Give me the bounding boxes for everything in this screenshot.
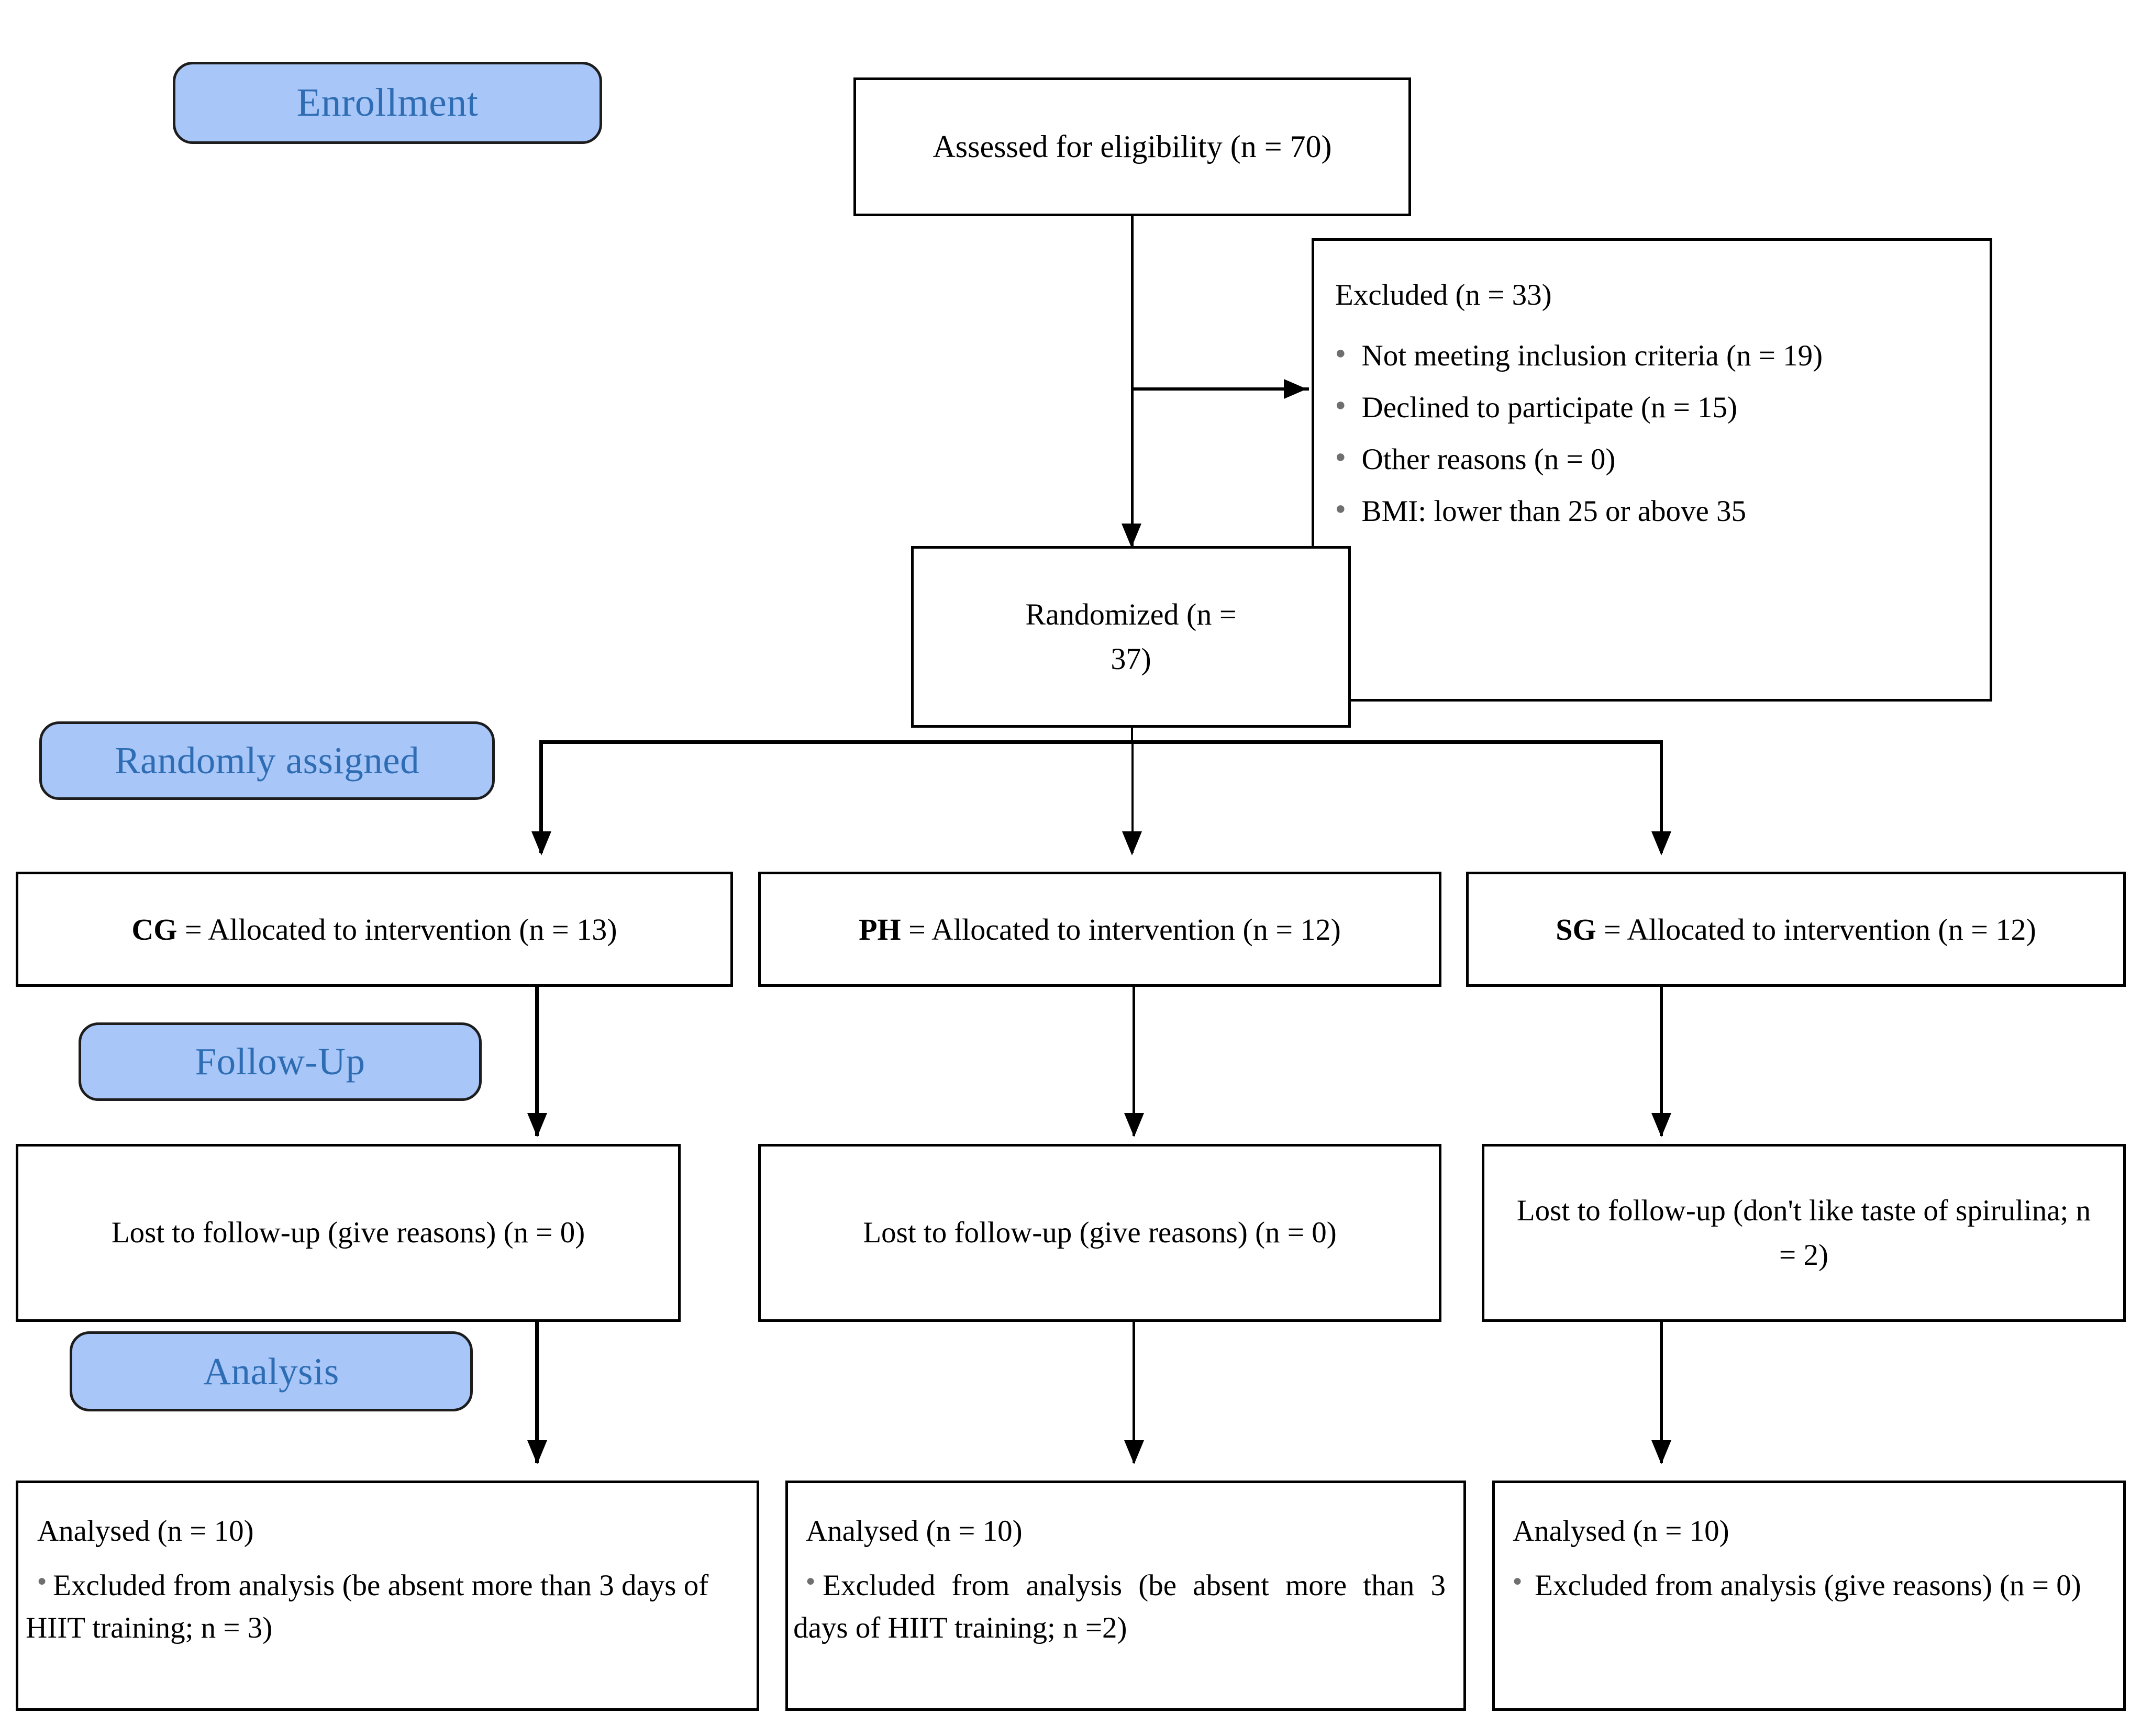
node-excluded: Excluded (n = 33) ● Not meeting inclusio…: [1312, 238, 1992, 702]
connector-cg-to-followup: [535, 987, 539, 1136]
excluded-bullet-2: ● Declined to participate (n = 15): [1335, 387, 1969, 429]
arrow-sg-to-followup: [1651, 1113, 1671, 1137]
connector-randomized-stub: [1131, 728, 1133, 741]
excluded-heading: Excluded (n = 33): [1335, 279, 1552, 311]
analysis-ph-bullet: ● Excluded from analysis (be absent more…: [793, 1565, 1446, 1650]
allocation-ph-tag: PH: [859, 912, 901, 947]
connector-sg-to-analysis: [1660, 1322, 1663, 1463]
arrow-assessed-to-randomized: [1122, 524, 1141, 548]
followup-sg-text: Lost to follow-up (don't like taste of s…: [1516, 1194, 2091, 1272]
arrow-assessed-to-excluded: [1284, 379, 1307, 399]
node-allocation-sg: SG = Allocated to intervention (n = 12): [1466, 872, 2126, 987]
randomized-text: Randomized (n = 37): [1025, 597, 1237, 676]
node-followup-cg: Lost to follow-up (give reasons) (n = 0): [16, 1144, 681, 1322]
connector-branch-left: [539, 740, 543, 853]
connector-cg-to-analysis: [535, 1322, 539, 1463]
arrow-sg-to-analysis: [1651, 1440, 1671, 1464]
analysis-ph-bullet-text: Excluded from analysis (be absent more t…: [793, 1569, 1446, 1645]
stage-label-randomly-assigned-text: Randomly assigned: [114, 739, 420, 782]
bullet-icon: ●: [806, 1572, 816, 1590]
node-randomized: Randomized (n = 37): [911, 546, 1351, 728]
analysis-cg-bullet: ● Excluded from analysis (be absent more…: [26, 1565, 738, 1650]
node-analysis-cg: Analysed (n = 10) ● Excluded from analys…: [16, 1481, 759, 1711]
analysis-sg-bullet: ● Excluded from analysis (give reasons) …: [1513, 1565, 2105, 1607]
bullet-icon: ●: [37, 1572, 47, 1590]
stage-label-follow-up: Follow-Up: [79, 1022, 482, 1101]
node-followup-sg: Lost to follow-up (don't like taste of s…: [1482, 1144, 2126, 1322]
bullet-icon: ●: [1513, 1572, 1523, 1590]
stage-label-randomly-assigned: Randomly assigned: [39, 721, 495, 800]
arrow-branch-center: [1122, 831, 1142, 855]
arrow-cg-to-analysis: [527, 1440, 547, 1464]
excluded-bullet-1-text: Not meeting inclusion criteria (n = 19): [1361, 339, 1823, 373]
excluded-bullet-3-text: Other reasons (n = 0): [1361, 443, 1616, 476]
node-assessed-for-eligibility: Assessed for eligibility (n = 70): [853, 77, 1411, 216]
stage-label-follow-up-text: Follow-Up: [195, 1040, 365, 1083]
node-allocation-ph: PH = Allocated to intervention (n = 12): [758, 872, 1441, 987]
connector-assessed-to-excluded: [1131, 387, 1309, 391]
node-analysis-ph: Analysed (n = 10) ● Excluded from analys…: [785, 1481, 1466, 1711]
node-followup-ph: Lost to follow-up (give reasons) (n = 0): [758, 1144, 1441, 1322]
followup-cg-text: Lost to follow-up (give reasons) (n = 0): [111, 1216, 585, 1250]
arrow-ph-to-analysis: [1124, 1440, 1144, 1464]
assessed-text: Assessed for eligibility (n = 70): [933, 129, 1332, 164]
connector-assessed-to-randomized: [1131, 216, 1134, 546]
allocation-ph-rest: = Allocated to intervention (n = 12): [901, 912, 1341, 947]
connector-branch-center: [1131, 740, 1134, 853]
analysis-cg-bullet-text: Excluded from analysis (be absent more t…: [26, 1569, 709, 1645]
analysis-sg-heading: Analysed (n = 10): [1513, 1515, 1729, 1548]
stage-label-enrollment-text: Enrollment: [296, 81, 479, 125]
allocation-sg-tag: SG: [1556, 912, 1596, 947]
followup-ph-text: Lost to follow-up (give reasons) (n = 0): [863, 1216, 1337, 1250]
excluded-bullet-4: ● BMI: lower than 25 or above 35: [1335, 491, 1969, 533]
arrow-branch-right: [1651, 831, 1671, 855]
allocation-cg-rest: = Allocated to intervention (n = 13): [177, 912, 617, 947]
analysis-cg-heading: Analysed (n = 10): [37, 1515, 254, 1548]
connector-ph-to-analysis: [1133, 1322, 1135, 1463]
stage-label-analysis-text: Analysis: [203, 1350, 339, 1393]
arrow-ph-to-followup: [1124, 1113, 1144, 1137]
connector-sg-to-followup: [1660, 987, 1663, 1136]
excluded-bullet-1: ● Not meeting inclusion criteria (n = 19…: [1335, 335, 1969, 377]
stage-label-enrollment: Enrollment: [173, 62, 602, 144]
stage-label-analysis: Analysis: [70, 1331, 473, 1411]
bullet-icon: ●: [1335, 499, 1346, 519]
bullet-icon: ●: [1335, 447, 1346, 467]
allocation-sg-rest: = Allocated to intervention (n = 12): [1596, 912, 2036, 947]
arrow-branch-left: [531, 831, 551, 855]
analysis-ph-heading: Analysed (n = 10): [806, 1515, 1023, 1548]
connector-ph-to-followup: [1133, 987, 1135, 1136]
node-allocation-cg: CG = Allocated to intervention (n = 13): [16, 872, 733, 987]
analysis-sg-bullet-text: Excluded from analysis (give reasons) (n…: [1535, 1569, 2081, 1603]
excluded-bullet-3: ● Other reasons (n = 0): [1335, 439, 1969, 481]
bullet-icon: ●: [1335, 395, 1346, 415]
node-analysis-sg: Analysed (n = 10) ● Excluded from analys…: [1492, 1481, 2126, 1711]
connector-branch-right: [1660, 740, 1663, 853]
excluded-bullet-4-text: BMI: lower than 25 or above 35: [1361, 495, 1747, 528]
connector-branch-bus: [539, 740, 1662, 744]
arrow-cg-to-followup: [527, 1113, 547, 1137]
bullet-icon: ●: [1335, 343, 1346, 363]
allocation-cg-tag: CG: [131, 912, 177, 947]
excluded-bullet-2-text: Declined to participate (n = 15): [1361, 391, 1738, 425]
